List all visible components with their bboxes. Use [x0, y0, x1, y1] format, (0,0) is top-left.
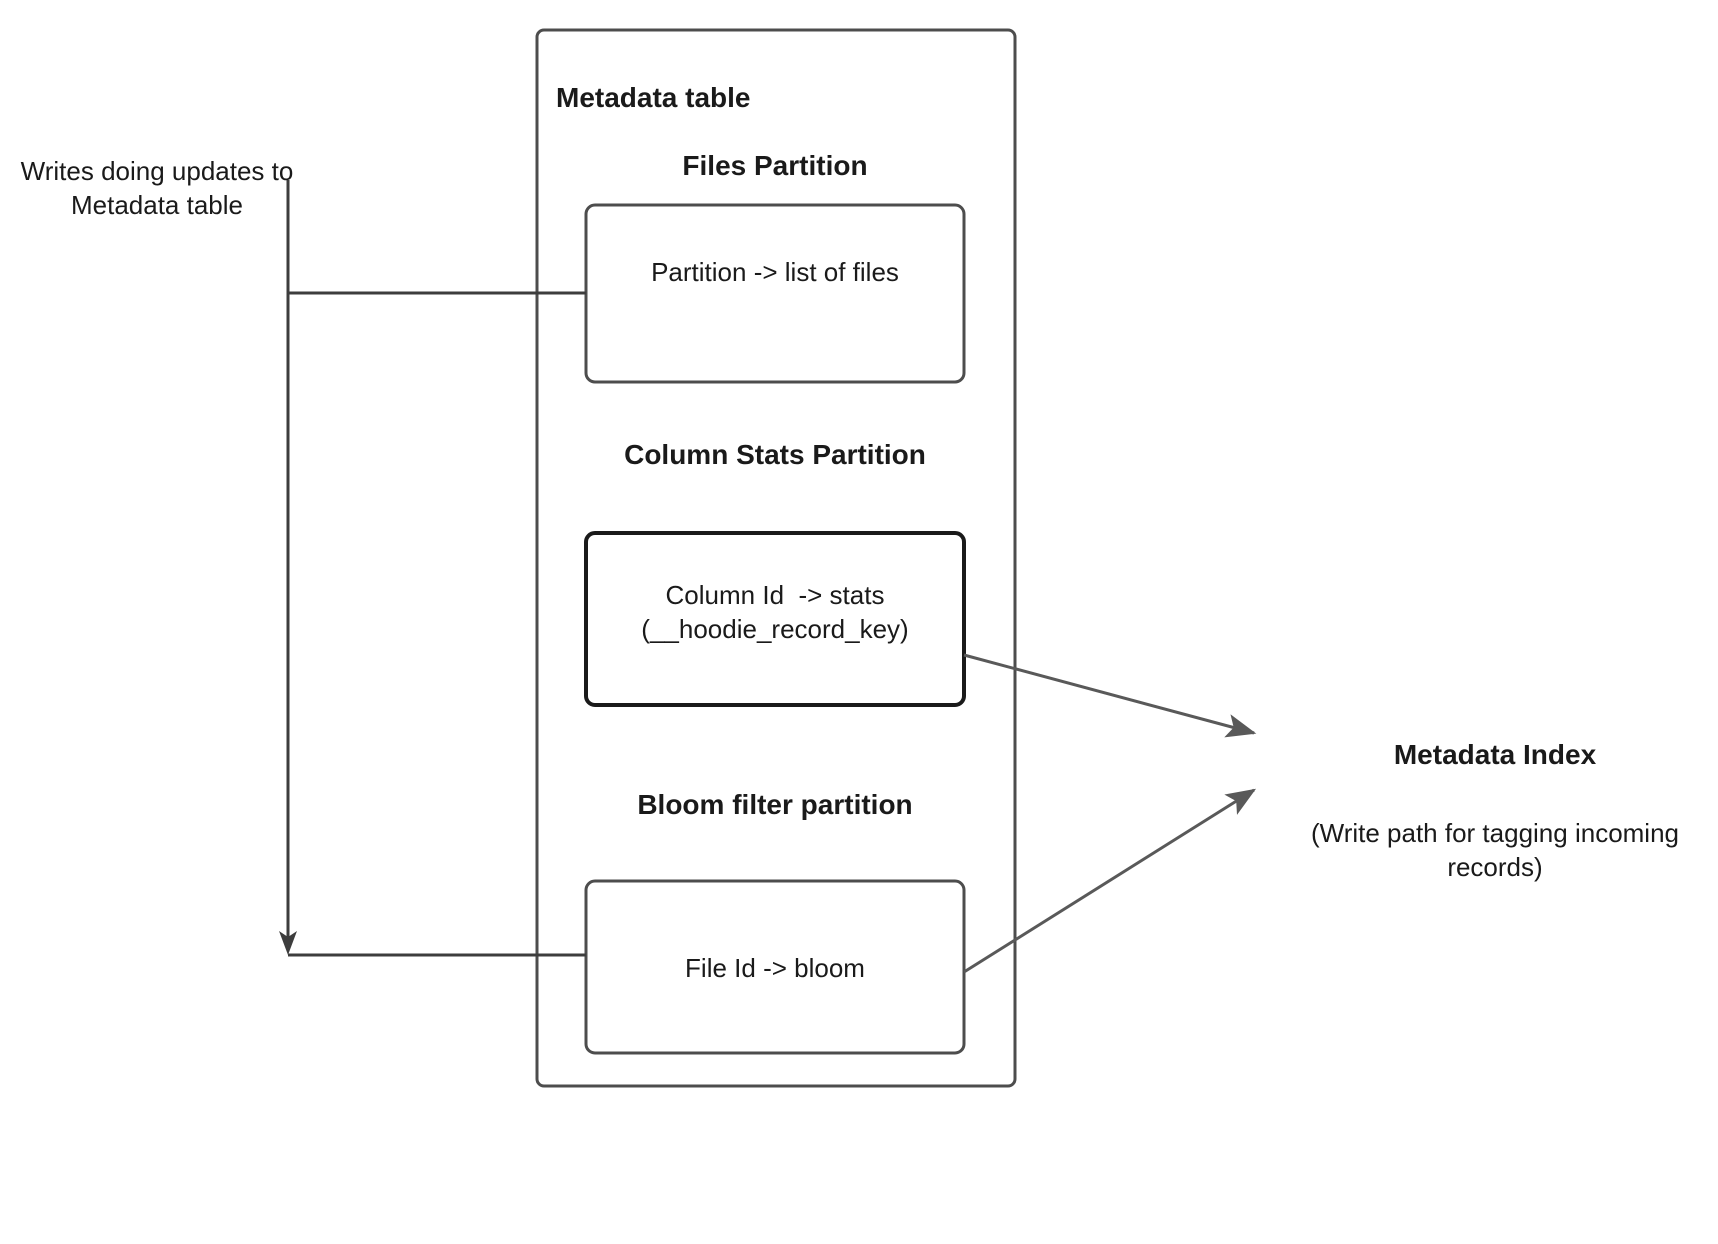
- column-stats-partition-box-label: Column Id -> stats (__hoodie_record_key): [641, 580, 909, 644]
- writes-trunk-arrowhead: [279, 931, 297, 955]
- files-partition-box: [584, 203, 966, 384]
- bloom-filter-partition-box-label: File Id -> bloom: [685, 953, 865, 983]
- metadata-index-title: Metadata Index: [1393, 739, 1597, 770]
- metadata-table-title: Metadata table: [556, 82, 751, 113]
- files-partition-heading: Files Partition: [682, 150, 868, 181]
- metadata-index-description: (Write path for tagging incoming records…: [1310, 818, 1687, 882]
- column-stats-partition-heading: Column Stats Partition: [624, 439, 926, 470]
- bloom-filter-partition-heading: Bloom filter partition: [637, 789, 913, 820]
- connector-colstats-to-index: [963, 653, 1257, 738]
- metadata-table-container: [535, 28, 1017, 1088]
- connector-bloom-to-index: [963, 788, 1257, 974]
- files-partition-box-label: Partition -> list of files: [651, 257, 899, 287]
- writes-note-label: Writes doing updates to Metadata table: [20, 156, 301, 220]
